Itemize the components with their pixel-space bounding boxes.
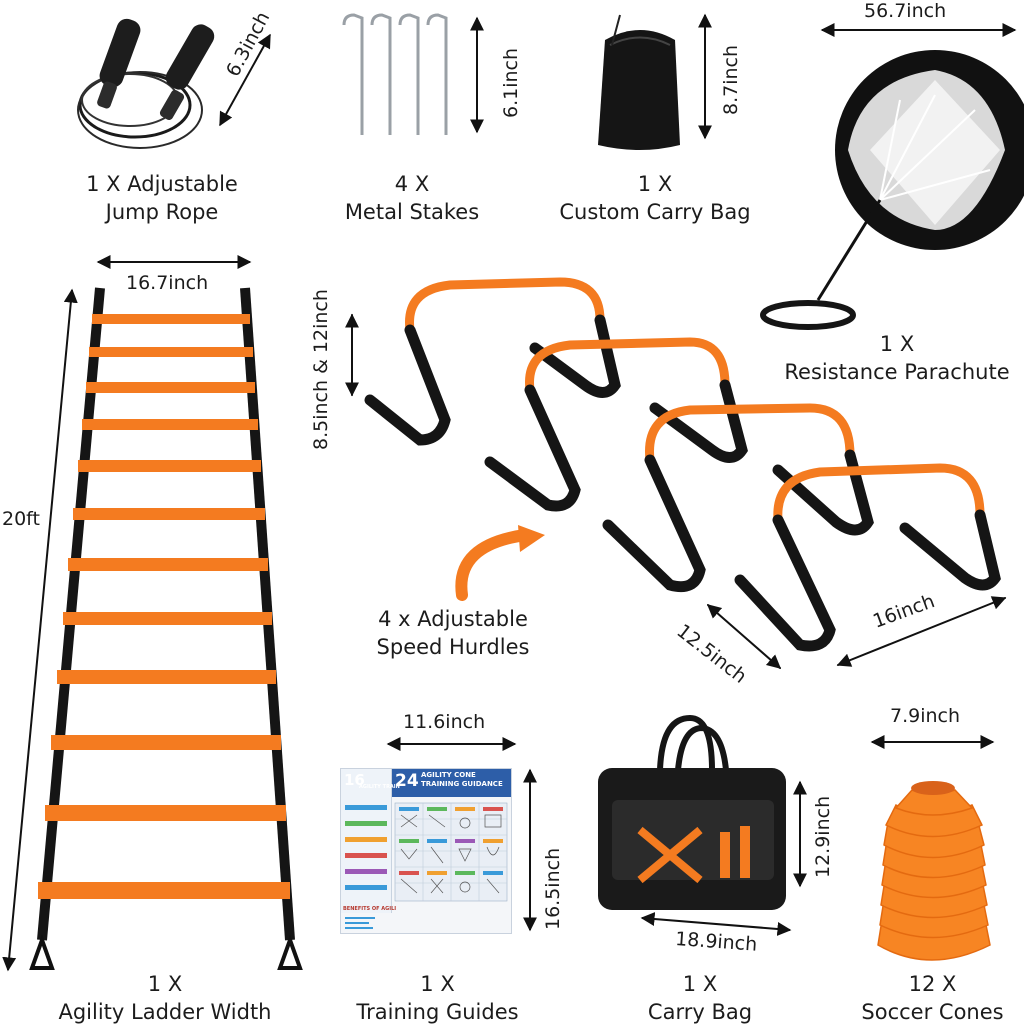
poster-left-panel [341,769,392,933]
training-guide-poster: 16 AGILITY TRAIN 24 AGILITY CONE TRAININ… [340,768,512,934]
soccer-cones-image [870,735,995,961]
ladder-caption: 1 X Agility Ladder Width [58,972,272,1024]
hurdle-height-dimension: 8.5inch & 12inch [310,289,332,450]
parachute-image [760,23,1024,330]
carry-bag-caption: 1 X Carry Bag [647,972,753,1024]
ladder-length-dimension: 20ft [2,508,40,530]
metal-stakes-image [342,13,484,135]
carry-bag-height-dimension: 12.9inch [812,795,834,878]
custom-carry-bag-image [598,13,712,150]
ladder-width-dimension: 16.7inch [126,272,209,294]
poster-number-left: 16 [344,771,365,789]
hurdles-image [345,277,1007,669]
training-guides-caption: 1 X Training Guides [356,972,519,1024]
poster-title: AGILITY CONE TRAINING GUIDANCE [421,771,503,788]
carry-bag-small-dimension: 8.7inch [720,44,742,115]
carry-bag-small-caption: 1 X Custom Carry Bag [559,172,751,224]
jump-rope-caption: 1 X Adjustable Jump Rope [86,172,238,224]
agility-ladder-image [2,255,303,972]
jump-rope-image [77,18,271,149]
stakes-caption: 4 X Metal Stakes [344,172,480,224]
poster-left-title: AGILITY TRAIN [359,784,400,790]
poster-footer: BENEFITS OF AGILI [343,906,397,912]
poster-number-right: 24 [395,771,419,791]
poster-drill-grid [341,802,511,933]
parachute-dimension: 56.7inch [864,0,947,22]
guide-width-dimension: 11.6inch [403,711,486,733]
guide-height-dimension: 16.5inch [542,847,564,930]
soccer-cones-caption: 12 X Soccer Cones [861,972,1004,1024]
hurdles-caption: 4 x Adjustable Speed Hurdles [376,607,530,659]
carry-bag-image [598,714,807,936]
cones-dimension: 7.9inch [890,705,961,727]
parachute-caption: 1 X Resistance Parachute [784,332,1010,384]
stakes-dimension: 6.1inch [500,47,522,118]
